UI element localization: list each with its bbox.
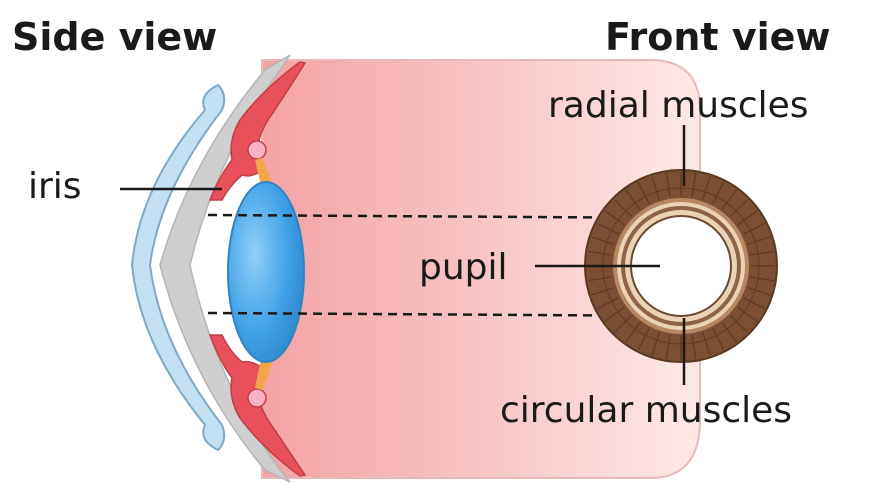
iris-upper — [208, 61, 307, 201]
radial-muscle-spoke — [747, 236, 771, 245]
radial-muscle-spoke — [702, 332, 711, 356]
sclera — [159, 54, 291, 483]
radial-muscle-spoke — [750, 276, 774, 282]
radial-muscle-spoke — [747, 287, 771, 296]
radial-muscle-spoke — [750, 250, 774, 256]
radial-muscle-spoke — [721, 322, 737, 343]
radial-muscle-spoke — [604, 210, 625, 226]
radial-muscle-spoke — [591, 236, 615, 245]
radial-muscle-spoke — [588, 276, 612, 282]
circular-muscles-label: circular muscles — [500, 390, 792, 431]
radial-muscle-spoke — [712, 328, 725, 351]
radial-muscle-spoke — [743, 297, 766, 310]
pupil-label: pupil — [419, 247, 508, 288]
radial-muscle-spoke — [588, 250, 612, 256]
lens — [227, 181, 305, 363]
radial-muscle-spoke — [596, 297, 619, 310]
radial-muscle-spoke — [691, 173, 697, 197]
radial-muscle-spoke — [596, 222, 619, 235]
radial-muscle-spoke — [730, 315, 748, 333]
side-view-heading: Side view — [12, 15, 217, 59]
radial-muscle-spoke — [665, 173, 671, 197]
radial-muscle-spoke — [743, 222, 766, 235]
radial-muscle-spoke — [712, 181, 725, 204]
radial-muscle-spoke — [730, 199, 748, 217]
radial-muscles-label: radial muscles — [548, 85, 809, 126]
radial-muscle-spoke — [637, 328, 650, 351]
radial-muscle-spoke — [625, 189, 641, 210]
radial-muscle-spoke — [614, 315, 632, 333]
radial-muscle-spoke — [651, 176, 660, 200]
radial-muscle-spoke — [604, 306, 625, 322]
radial-muscle-spoke — [625, 322, 641, 343]
radial-muscle-spoke — [665, 335, 671, 359]
eyeball-body — [261, 59, 701, 479]
ciliary-body-upper — [247, 140, 267, 160]
radial-muscle-spoke — [637, 181, 650, 204]
radial-muscle-spoke — [737, 210, 758, 226]
front-view-heading: Front view — [605, 15, 831, 59]
ciliary-body-lower — [247, 388, 267, 408]
radial-muscle-spoke — [614, 199, 632, 217]
radial-muscle-spoke — [702, 176, 711, 200]
radial-muscle-spoke — [651, 332, 660, 356]
front-view-iris — [584, 169, 778, 363]
cornea — [130, 83, 226, 452]
radial-muscle-spoke — [591, 287, 615, 296]
iris-label: iris — [28, 166, 82, 207]
radial-muscle-spoke — [737, 306, 758, 322]
pupil-guide-bottom — [207, 311, 691, 318]
pupil-guide-top — [207, 213, 691, 220]
radial-muscle-spoke — [721, 189, 737, 210]
radial-muscle-spoke — [691, 335, 697, 359]
